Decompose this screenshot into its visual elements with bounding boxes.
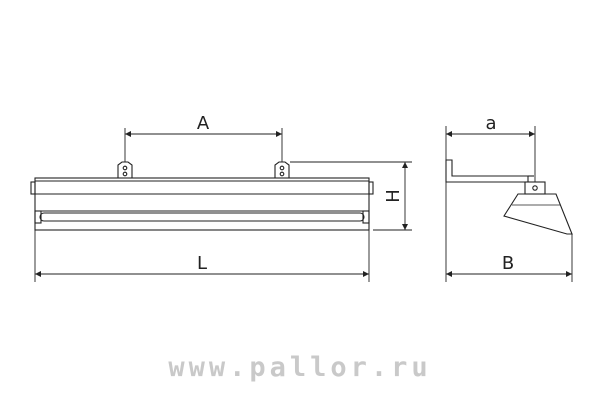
lamp-holder-right (362, 210, 370, 224)
end-cap-right (368, 181, 374, 195)
label-l: L (197, 253, 207, 274)
dimension-h (290, 161, 412, 231)
label-h: H (383, 189, 404, 203)
watermark-url: www.pallor.ru (168, 352, 432, 383)
luminaire-body (34, 177, 370, 231)
label-a-lower: a (485, 113, 496, 134)
label-b: B (502, 253, 514, 274)
dimension-b (445, 182, 573, 282)
pivot-block (524, 181, 546, 195)
side-view (445, 126, 573, 282)
dimension-a (124, 128, 283, 162)
reflector-housing (503, 193, 573, 235)
dimension-l (34, 230, 370, 282)
wall-bracket (445, 159, 529, 183)
dimension-a-lower (445, 126, 536, 182)
lamp-tube (39, 212, 365, 222)
lamp-holder-left (34, 210, 42, 224)
label-a: A (197, 113, 210, 134)
mounting-bracket-left (117, 161, 133, 178)
pivot-screw (532, 185, 538, 191)
end-cap-left (30, 181, 36, 195)
front-view (30, 128, 412, 282)
mounting-bracket-right (274, 161, 290, 178)
